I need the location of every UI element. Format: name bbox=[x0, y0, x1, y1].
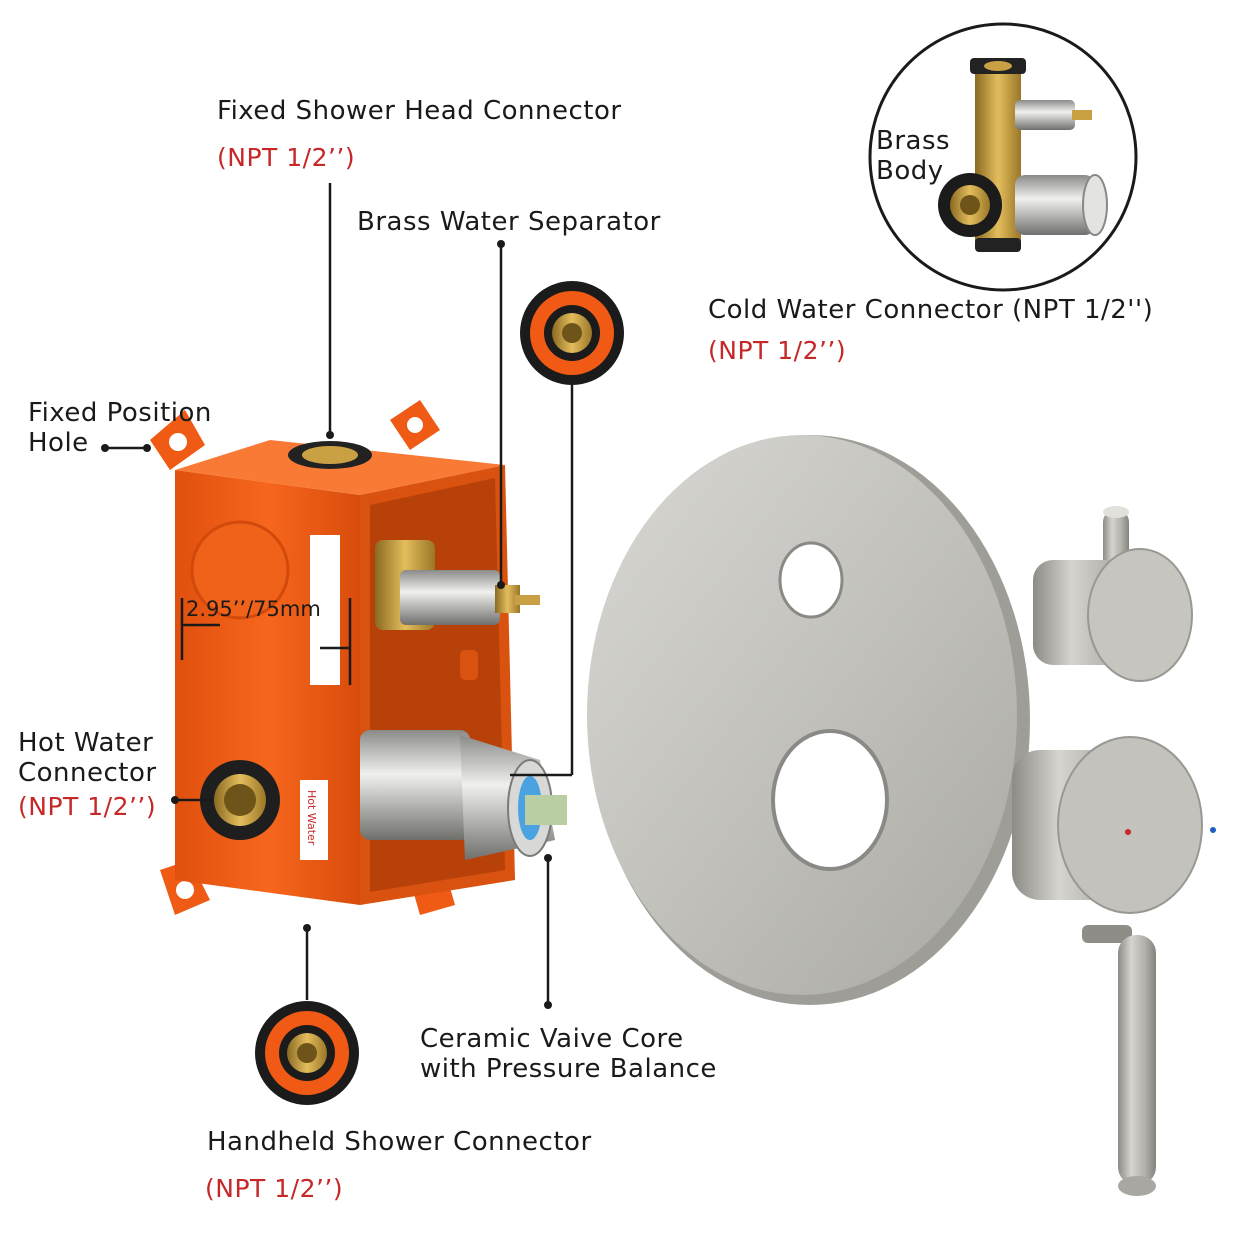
cold-water-label: Cold Water Connector (NPT 1/2'') bbox=[708, 295, 1154, 325]
fixed-shower-head-label: Fixed Shower Head Connector bbox=[217, 96, 622, 126]
brass-body-line2: Body bbox=[876, 156, 944, 186]
leader-lines bbox=[101, 183, 574, 1009]
fixed-position-hole-line2: Hole bbox=[28, 428, 89, 458]
handheld-shower-label: Handheld Shower Connector bbox=[207, 1127, 592, 1157]
hot-water-line1: Hot Water bbox=[18, 728, 154, 758]
diverter-knob bbox=[1033, 506, 1193, 682]
ceramic-line2: with Pressure Balance bbox=[420, 1054, 717, 1084]
fixed-shower-head-spec: (NPT 1/2’’) bbox=[217, 143, 356, 172]
width-dimension-label: 2.95’’/75mm bbox=[186, 597, 321, 621]
hot-water-sticker-text: Hot Water bbox=[305, 790, 318, 846]
trim-plate bbox=[587, 435, 1030, 1005]
brass-water-separator-label: Brass Water Separator bbox=[357, 207, 661, 237]
cold-water-spec: (NPT 1/2’’) bbox=[708, 336, 847, 365]
brass-body-line1: Brass bbox=[876, 126, 951, 156]
brass-body-label: Brass Body bbox=[876, 126, 950, 186]
hot-water-spec: (NPT 1/2’’) bbox=[18, 792, 157, 821]
brass-body-inset bbox=[868, 22, 1138, 292]
handheld-port-detail bbox=[255, 1001, 359, 1105]
valve-box bbox=[150, 400, 567, 915]
hot-water-line2: Connector bbox=[18, 758, 157, 788]
lever-handle bbox=[1012, 736, 1216, 1196]
hot-water-label: Hot Water Connector bbox=[18, 728, 157, 788]
ceramic-line1: Ceramic Vaive Core bbox=[420, 1024, 684, 1054]
fixed-position-hole-line1: Fixed Position bbox=[28, 398, 212, 428]
ceramic-valve-core-label: Ceramic Vaive Core with Pressure Balance bbox=[420, 1024, 717, 1084]
handheld-shower-spec: (NPT 1/2’’) bbox=[205, 1174, 344, 1203]
fixed-position-hole-label: Fixed Position Hole bbox=[28, 398, 212, 458]
separator-port-detail bbox=[520, 281, 624, 385]
